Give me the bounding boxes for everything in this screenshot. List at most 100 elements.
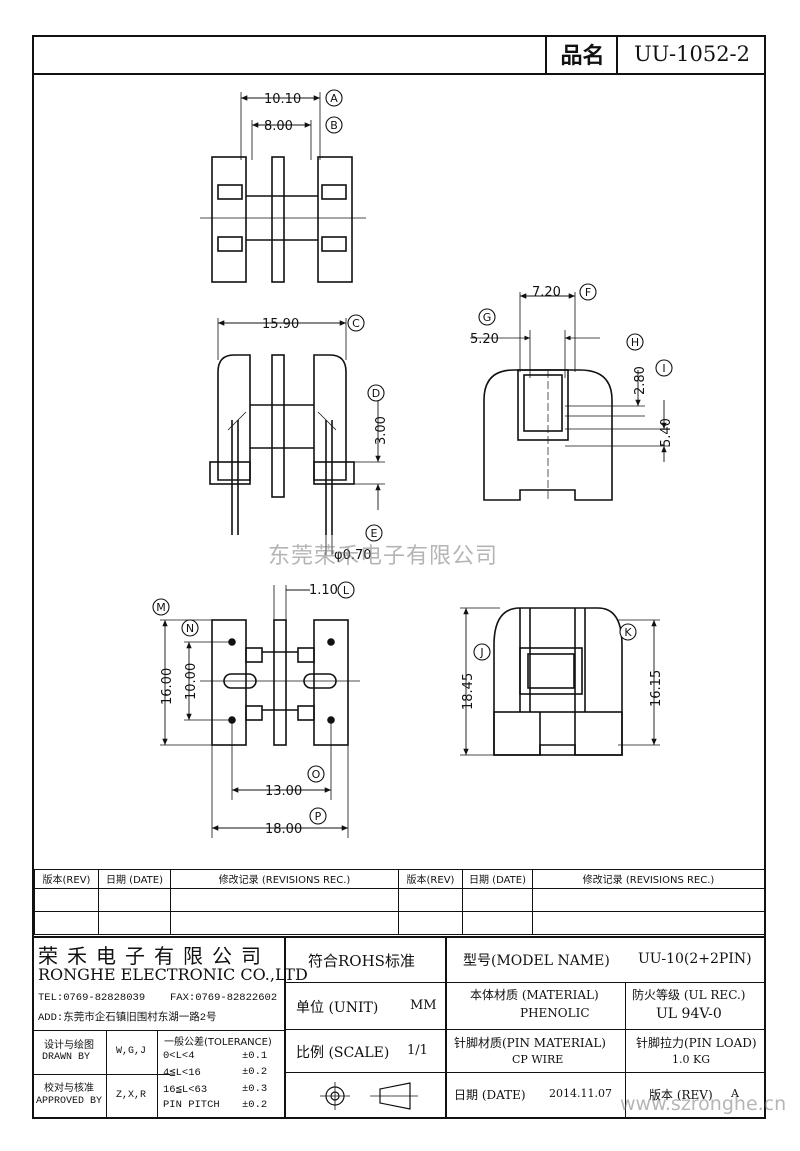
svg-text:N: N bbox=[186, 622, 194, 635]
svg-text:M: M bbox=[156, 601, 166, 614]
revision-table: 版本(REV) 日期 (DATE) 修改记录 (REVISIONS REC.) … bbox=[34, 869, 765, 936]
titleblock-h-mid1 bbox=[286, 982, 766, 983]
bubble-g: G bbox=[478, 308, 496, 326]
name-label-cell: 品名 bbox=[545, 35, 618, 75]
svg-text:C: C bbox=[352, 317, 360, 330]
records-header-2: 修改记录 (REVISIONS REC.) bbox=[532, 869, 765, 889]
dim-l-value: 1.10 bbox=[309, 583, 338, 598]
pin-material-value: CP WIRE bbox=[512, 1053, 564, 1066]
svg-text:K: K bbox=[624, 626, 632, 639]
website-watermark: www.szronghe.cn bbox=[620, 1093, 787, 1115]
titleblock-v3 bbox=[625, 982, 626, 1119]
titleblock-v-sign bbox=[106, 1030, 107, 1119]
dim-c-value: 15.90 bbox=[262, 317, 299, 332]
svg-text:A: A bbox=[330, 92, 338, 105]
titleblock-h-mid3 bbox=[286, 1072, 766, 1073]
company-address: ADD:东莞市企石镇旧围村东湖一路2号 bbox=[38, 1012, 217, 1024]
projection-symbol bbox=[320, 1082, 418, 1110]
dim-o-value: 13.00 bbox=[265, 784, 302, 799]
titleblock-v2 bbox=[445, 936, 447, 1119]
bubble-l: L bbox=[337, 581, 355, 599]
bubble-m: M bbox=[152, 598, 170, 616]
pin-load-value: 1.0 KG bbox=[672, 1053, 710, 1066]
bubble-f: F bbox=[579, 283, 597, 301]
titleblock-h-left bbox=[32, 1030, 286, 1031]
rev-header-2: 版本(REV) bbox=[398, 869, 463, 889]
tolerance-title: 一般公差(TOLERANCE) bbox=[164, 1037, 272, 1048]
bubble-h: H bbox=[626, 333, 644, 351]
revision-row bbox=[34, 887, 765, 912]
bubble-o: O bbox=[307, 765, 325, 783]
unit-label: 单位 (UNIT) bbox=[296, 1000, 379, 1016]
design-label-cn: 设计与绘图 bbox=[44, 1040, 94, 1051]
titleblock-h-left2 bbox=[32, 1074, 170, 1075]
dim-g-value: 5.20 bbox=[470, 332, 499, 347]
perspective-view bbox=[460, 607, 660, 756]
dim-m-value: 16.00 bbox=[160, 668, 175, 705]
tol-range-1: 0<L<4 bbox=[163, 1050, 195, 1062]
bubble-d: D bbox=[367, 384, 385, 402]
dim-b-value: 8.00 bbox=[264, 119, 293, 134]
svg-text:G: G bbox=[483, 311, 492, 324]
pin-material-label: 针脚材质(PIN MATERIAL) bbox=[454, 1036, 606, 1050]
approve-label-en: APPROVED BY bbox=[36, 1096, 103, 1107]
dim-i-value: 5.40 bbox=[659, 418, 674, 447]
tol-range-2: 4≦L<16 bbox=[163, 1067, 201, 1079]
approve-names: Z,X,R bbox=[116, 1090, 147, 1101]
bubble-p: P bbox=[309, 807, 327, 825]
date-header-1: 日期 (DATE) bbox=[98, 869, 171, 889]
bubble-b: B bbox=[325, 116, 343, 134]
date-label: 日期 (DATE) bbox=[454, 1088, 526, 1102]
dim-e-value: φ0.70 bbox=[334, 548, 372, 563]
model-value: UU-10(2+2PIN) bbox=[638, 951, 752, 967]
bubble-e: E bbox=[365, 524, 383, 542]
dim-a-value: 10.10 bbox=[264, 92, 301, 107]
name-label: 品名 bbox=[560, 43, 605, 69]
company-tel: TEL:0769-82828039 bbox=[38, 992, 146, 1004]
rev-label: 版本 (REV) bbox=[649, 1088, 713, 1102]
dim-j-value: 18.45 bbox=[461, 673, 476, 710]
date-header-2: 日期 (DATE) bbox=[462, 869, 533, 889]
fire-label: 防火等级 (UL REC.) bbox=[632, 988, 746, 1002]
tol-range-4: PIN PITCH bbox=[163, 1099, 220, 1111]
pin-load-label: 针脚拉力(PIN LOAD) bbox=[636, 1036, 757, 1050]
unit-value: MM bbox=[410, 998, 437, 1013]
approve-label-cn: 校对与核准 bbox=[44, 1083, 94, 1094]
company-name-en: RONGHE ELECTRONIC CO.,LTD bbox=[38, 965, 308, 984]
svg-text:B: B bbox=[330, 119, 338, 132]
company-fax: FAX:0769-82822602 bbox=[170, 992, 278, 1004]
technical-drawing: 10.10 8.00 15.90 3.00 φ0.70 7.20 5.20 2.… bbox=[152, 89, 674, 838]
header-divider bbox=[32, 73, 766, 75]
titleblock-top-line bbox=[32, 936, 766, 938]
tol-value-2: ±0.2 bbox=[242, 1066, 268, 1078]
svg-text:L: L bbox=[343, 584, 350, 597]
material-label: 本体材质 (MATERIAL) bbox=[470, 988, 599, 1002]
svg-text:E: E bbox=[371, 527, 378, 540]
bubble-c: C bbox=[347, 314, 365, 332]
design-label-en: DRAWN BY bbox=[42, 1052, 91, 1063]
rohs-label: 符合ROHS标准 bbox=[308, 952, 415, 970]
company-name-cn: 荣禾电子有限公司 bbox=[38, 944, 270, 968]
top-view bbox=[200, 92, 366, 283]
svg-text:H: H bbox=[631, 336, 639, 349]
titleblock-h-mid2 bbox=[286, 1029, 766, 1030]
bottom-view bbox=[160, 585, 360, 838]
dim-p-value: 18.00 bbox=[265, 822, 302, 837]
dim-k-value: 16.15 bbox=[649, 670, 664, 707]
watermark: 东莞荣禾电子有限公司 bbox=[268, 544, 499, 569]
svg-text:F: F bbox=[585, 286, 591, 299]
scale-value: 1/1 bbox=[407, 1043, 428, 1058]
material-value: PHENOLIC bbox=[520, 1006, 590, 1020]
side-view bbox=[209, 318, 385, 555]
part-number: UU-1052-2 bbox=[633, 42, 751, 66]
svg-text:O: O bbox=[312, 768, 321, 781]
records-header-1: 修改记录 (REVISIONS REC.) bbox=[170, 869, 399, 889]
bubble-i: I bbox=[655, 359, 673, 377]
dim-h-value: 2.80 bbox=[633, 366, 648, 395]
rev-header-1: 版本(REV) bbox=[34, 869, 99, 889]
date-value: 2014.11.07 bbox=[549, 1087, 612, 1100]
scale-label: 比例 (SCALE) bbox=[296, 1045, 390, 1061]
svg-text:P: P bbox=[315, 810, 322, 823]
tol-value-1: ±0.1 bbox=[242, 1050, 268, 1062]
svg-text:J: J bbox=[479, 646, 483, 659]
